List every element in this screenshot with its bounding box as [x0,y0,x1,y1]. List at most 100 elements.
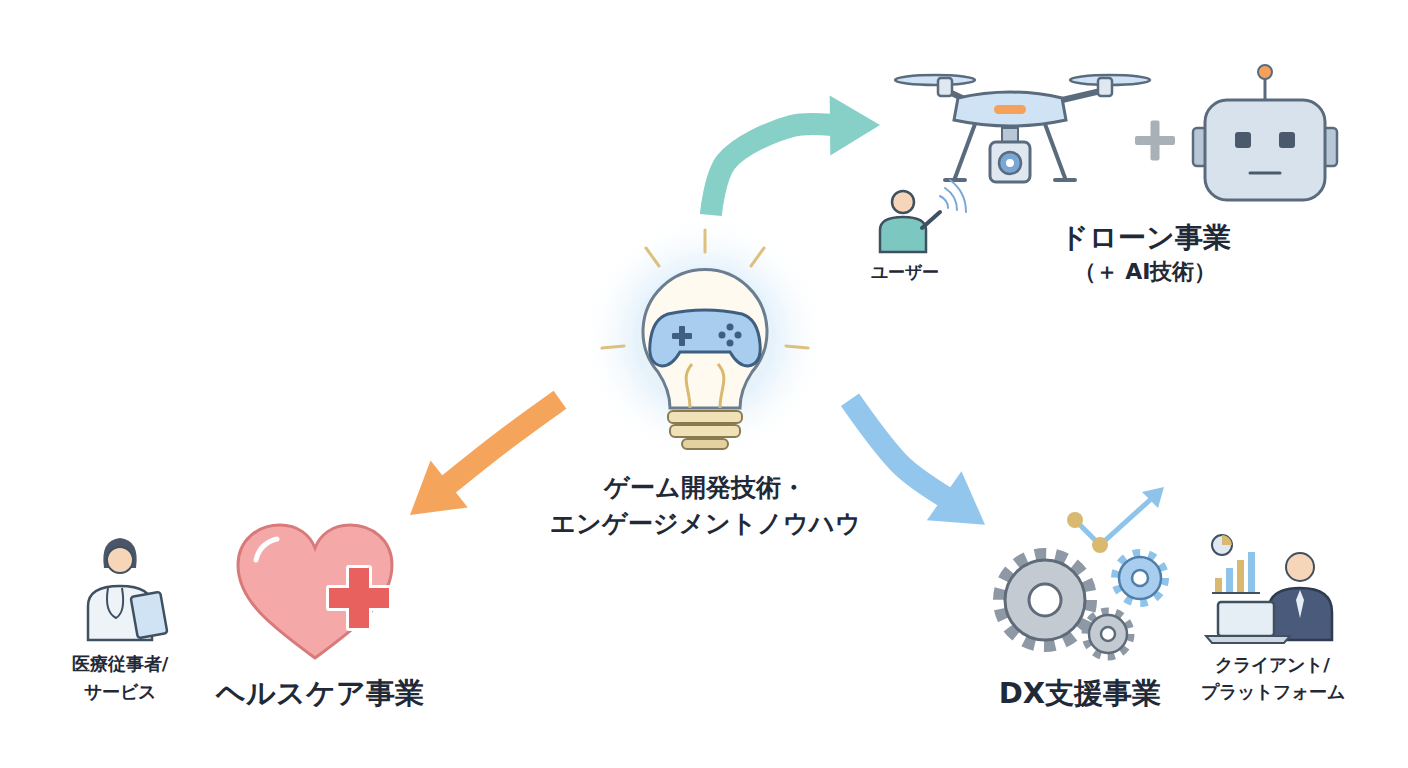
robot-icon [1193,65,1337,200]
role-label: ユーザー [858,259,952,285]
trend-dot [1067,512,1083,528]
gear-teeth [1000,555,1090,645]
trend-dot [1092,537,1108,553]
flow-arrow [850,400,985,525]
flow-arrow [410,400,560,515]
robot-mouth [1250,172,1280,175]
hub-bulb-node: ゲーム開発技術・ エンゲージメントノウハウ [560,215,850,545]
stethoscope [107,588,123,618]
bulb-glow [580,213,830,463]
bulb-ray [704,230,707,252]
client-icon [1206,535,1332,643]
arrow-head [927,471,985,524]
drone-rotor [895,75,975,85]
bulb-ray [786,346,808,348]
robot-antenna [1264,78,1267,100]
person-head [107,547,133,573]
drone-camera [990,142,1030,182]
node-title: ヘルスケア事業 [200,674,440,712]
robot-head [1205,100,1325,200]
drone-body [954,92,1066,126]
role-label: クライアント/ プラットフォーム [1185,651,1360,705]
bulb-ray [602,346,624,348]
heart-shape [238,525,392,658]
node-title: ドローン事業 [1020,220,1270,256]
arrow-shaft [711,124,838,215]
bulb-base [670,425,740,437]
gear-body [1089,615,1127,653]
gamepad-icon [650,310,761,366]
drone-hub [1098,78,1112,96]
business-node: DX支援事業 [985,480,1175,715]
bulb-ray [646,248,659,266]
gear-hole [1029,584,1061,616]
bar [1237,560,1244,592]
gamepad-button [735,332,742,339]
drone-gimbal [1002,128,1018,142]
heart-highlight [256,539,277,560]
person-head [892,191,914,213]
bar [1215,578,1222,592]
drone-stripe [994,105,1026,114]
gear-body [1005,560,1085,640]
flow-arrow [711,96,880,215]
arrow-shaft [850,400,951,501]
gear-teeth [1086,612,1130,656]
person-tie [1296,590,1304,618]
business-node: ドローン事業（＋ AI技術） [880,60,1340,290]
node-subtitle: （＋ AI技術） [1020,257,1270,287]
signal-waves [940,180,966,212]
bar [1226,568,1233,592]
business-node: ヘルスケア事業 [200,515,440,715]
robot-eye [1235,132,1251,148]
chart-axis [1212,592,1260,594]
arrow-head [410,460,468,515]
bulb-filament [686,364,724,408]
person-head [1286,553,1314,581]
bar [1248,552,1255,592]
lightbulb-icon [580,213,830,463]
person-body [880,217,926,252]
user-icon [880,180,966,252]
role-label: 医療従事者/ サービス [55,650,185,706]
heart-icon [238,525,392,658]
bulb-base [668,411,742,423]
camera-lens [1006,159,1014,167]
trend-arrowhead [1142,487,1164,508]
bulb-ray [751,248,764,266]
drone-legs [945,124,1075,180]
robot-eye [1279,132,1295,148]
robot-antenna-tip [1258,65,1272,79]
plus-bar [1151,121,1160,161]
bulb-glass [643,270,767,408]
laptop-base [1206,636,1290,643]
gamepad-button [727,324,734,331]
person-body [1268,588,1332,640]
medical-cross [329,568,389,628]
drone-icon [895,75,1150,182]
gamepad-dpad [679,326,685,346]
gear-teeth [1116,554,1164,602]
arrow-shaft [443,400,560,489]
gamepad-button [719,332,726,339]
laptop-screen [1218,602,1274,636]
tablet [131,592,168,639]
gamepad-button [727,340,734,347]
plus-sign [1135,121,1175,161]
person-arm [922,212,940,228]
gears-icon [1000,487,1164,656]
trend-line [1075,500,1150,545]
pie-slice [1222,535,1232,545]
gear-body [1119,557,1161,599]
gear-hole [1132,570,1148,586]
node-title: DX支援事業 [970,674,1190,712]
arrow-head [830,96,880,156]
gear-hole [1101,627,1115,641]
camera-lens [999,152,1021,174]
node-title: ゲーム開発技術・ エンゲージメントノウハウ [540,470,870,542]
pie-chart [1212,535,1232,555]
